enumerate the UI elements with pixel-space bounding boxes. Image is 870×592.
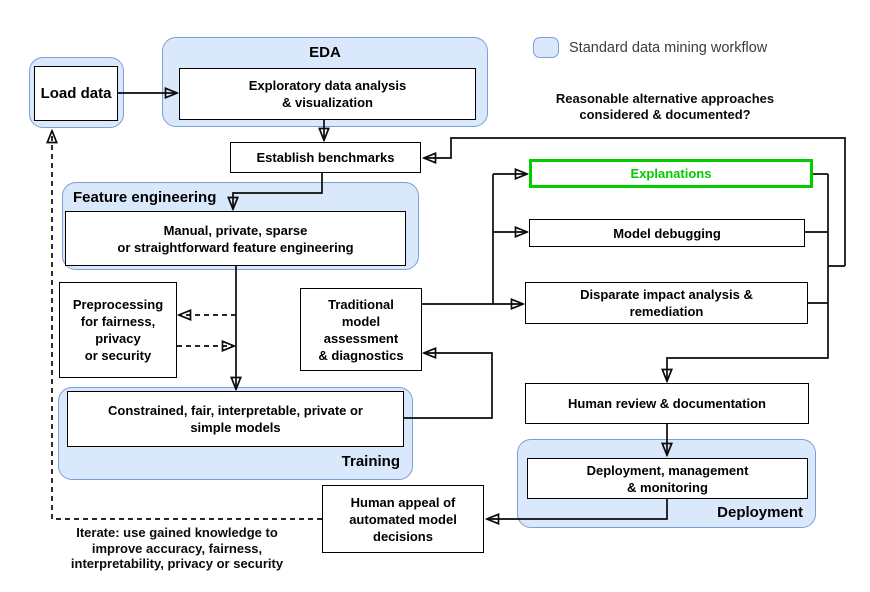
constrained-models-node: Constrained, fair, interpretable, privat… [67, 391, 404, 447]
deployment-node: Deployment, management & monitoring [527, 458, 808, 499]
eda-node: Exploratory data analysis & visualizatio… [179, 68, 476, 120]
establish-benchmarks-node: Establish benchmarks [230, 142, 421, 173]
preprocessing-node: Preprocessing for fairness, privacy or s… [59, 282, 177, 378]
arrow-bus-to-human-review [667, 174, 829, 381]
load-data-node: Load data [34, 66, 118, 121]
training-title: Training [341, 453, 400, 470]
eda-title: EDA [309, 44, 341, 61]
disparate-impact-node: Disparate impact analysis & remediation [525, 282, 808, 324]
model-debugging-node: Model debugging [529, 219, 805, 247]
alternative-approaches-question: Reasonable alternative approaches consid… [555, 91, 775, 122]
iterate-note: Iterate: use gained knowledge to improve… [70, 525, 284, 571]
deployment-title: Deployment [717, 504, 803, 521]
traditional-assessment-node: Traditional model assessment & diagnosti… [300, 288, 422, 371]
feature-engineering-node: Manual, private, sparse or straightforwa… [65, 211, 406, 266]
human-appeal-node: Human appeal of automated model decision… [322, 485, 484, 553]
legend-swatch [533, 37, 559, 58]
legend-label: Standard data mining workflow [569, 39, 768, 56]
feature-engineering-title: Feature engineering [73, 189, 217, 206]
human-review-node: Human review & documentation [525, 383, 809, 424]
explanations-node: Explanations [529, 159, 813, 188]
legend: Standard data mining workflow [533, 37, 767, 58]
